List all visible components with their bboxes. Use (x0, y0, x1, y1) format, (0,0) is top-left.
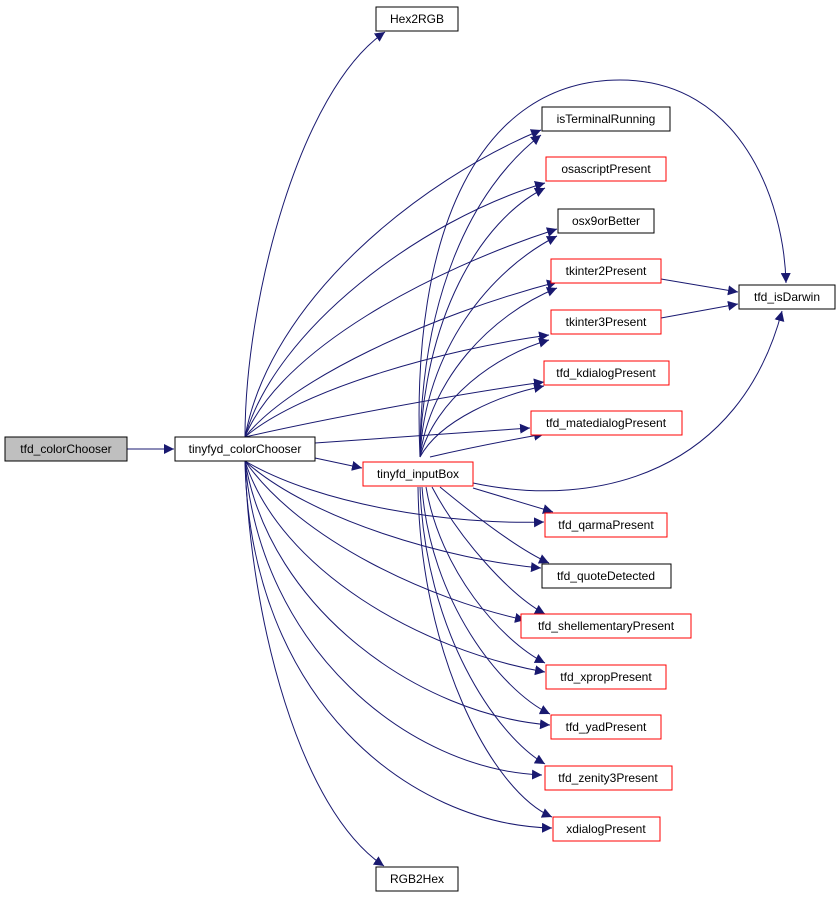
node-osx9orbetter[interactable]: osx9orBetter (557, 208, 655, 234)
edge-tinyfyd-to-kdialog (244, 378, 545, 438)
node-tkinter3present[interactable]: tkinter3Present (550, 309, 662, 335)
node-label: tfd_colorChooser (20, 442, 111, 456)
node-label: Hex2RGB (390, 12, 444, 26)
edge-inputbox-to-isdarwin-bottom (472, 310, 785, 492)
node-isterminalrunning[interactable]: isTerminalRunning (541, 106, 671, 132)
node-tfd-qarmapresent[interactable]: tfd_qarmaPresent (544, 512, 668, 538)
edge-tinyfyd-to-isterminalrunning (244, 129, 542, 438)
edge-tkinter3-to-isdarwin (660, 300, 739, 319)
edge-tinyfyd-to-inputbox (314, 457, 363, 471)
edge-inputbox-to-osascript (419, 187, 546, 458)
edges (127, 31, 791, 867)
node-tfd-xproppresent[interactable]: tfd_xpropPresent (545, 664, 667, 690)
edge-inputbox-to-zenity3 (419, 486, 546, 765)
node-label: RGB2Hex (390, 872, 444, 886)
edge-inputbox-to-xprop (425, 486, 546, 664)
edge-tinyfyd-to-hex2rgb (244, 31, 386, 438)
node-tfd-kdialogpresent[interactable]: tfd_kdialogPresent (543, 360, 670, 386)
node-tfd-colorchooser[interactable]: tfd_colorChooser (4, 436, 128, 462)
node-rgb2hex[interactable]: RGB2Hex (375, 866, 459, 892)
node-label: isTerminalRunning (557, 112, 656, 126)
node-tfd-matedialogpresent[interactable]: tfd_matedialogPresent (530, 410, 683, 436)
edge-inputbox-to-tkinter2 (419, 287, 558, 458)
node-label: tkinter2Present (566, 264, 647, 278)
edge-tinyfyd-to-zenity3 (244, 460, 543, 780)
node-tfd-yadpresent[interactable]: tfd_yadPresent (550, 714, 662, 740)
node-tfd-quotedetected[interactable]: tfd_quoteDetected (541, 563, 672, 589)
node-tfd-isdarwin[interactable]: tfd_isDarwin (738, 284, 836, 310)
node-label: tfd_yadPresent (566, 720, 647, 734)
node-tinyfyd-colorchooser[interactable]: tinyfyd_colorChooser (174, 436, 316, 462)
edge-inputbox-to-shellementary (431, 486, 546, 615)
node-label: osascriptPresent (561, 162, 651, 176)
node-label: xdialogPresent (566, 822, 646, 836)
node-label: tfd_matedialogPresent (546, 416, 667, 430)
edge-inputbox-to-isdarwin-top (418, 79, 791, 458)
node-label: tfd_xpropPresent (560, 670, 652, 684)
node-tfd-shellementarypresent[interactable]: tfd_shellementaryPresent (520, 613, 692, 639)
edge-tinyfyd-to-xprop (244, 460, 546, 676)
edge-tinyfyd-to-rgb2hex (244, 460, 385, 867)
node-tinyfd-inputbox[interactable]: tinyfd_inputBox (362, 461, 474, 487)
node-tfd-zenity3present[interactable]: tfd_zenity3Present (544, 765, 673, 791)
node-label: tfd_shellementaryPresent (538, 619, 675, 633)
node-hex2rgb[interactable]: Hex2RGB (375, 6, 459, 32)
node-label: osx9orBetter (572, 214, 640, 228)
node-tkinter2present[interactable]: tkinter2Present (550, 258, 662, 284)
edge-tinyfyd-to-xdialog (244, 460, 553, 833)
edge-inputbox-to-yad (421, 486, 551, 715)
node-label: tfd_zenity3Present (558, 771, 658, 785)
edge-tinyfyd-to-osx9 (244, 227, 558, 438)
edge-inputbox-to-qarma (472, 487, 554, 514)
node-label: tinyfd_inputBox (377, 467, 459, 481)
node-label: tkinter3Present (566, 315, 647, 329)
edge-tinyfyd-to-qarma (244, 460, 545, 528)
edge-tinyfyd-to-matedialog (314, 423, 531, 444)
node-label: tinyfyd_colorChooser (189, 442, 302, 456)
edge-tinyfyd-to-shellementary (244, 460, 526, 623)
node-label: tfd_kdialogPresent (556, 366, 656, 380)
node-label: tfd_isDarwin (754, 290, 820, 304)
edge-tinyfyd-to-tkinter3 (244, 331, 550, 438)
edge-inputbox-to-osx9 (419, 235, 558, 458)
edge-tinyfyd-to-osascript (244, 181, 546, 438)
edge-inputbox-to-xdialog (417, 486, 553, 818)
node-label: tfd_qarmaPresent (558, 518, 654, 532)
edge-tinyfyd-to-tkinter2 (244, 279, 558, 438)
edge-tkinter2-to-isdarwin (660, 278, 739, 296)
edge-inputbox-to-kdialog (419, 383, 545, 458)
edge-inputbox-to-tkinter3 (419, 337, 550, 458)
edge-inputbox-to-isterminalrunning (419, 134, 542, 458)
edge-inputbox-to-matedialog (429, 430, 545, 458)
node-xdialogpresent[interactable]: xdialogPresent (552, 816, 661, 842)
node-label: tfd_quoteDetected (557, 569, 655, 583)
edge-inputbox-to-quotedetected (439, 486, 550, 564)
edge-tinyfyd-to-quotedetected (244, 460, 542, 573)
edge-tinyfyd-to-yad (244, 460, 551, 730)
node-osascriptpresent[interactable]: osascriptPresent (545, 156, 667, 182)
